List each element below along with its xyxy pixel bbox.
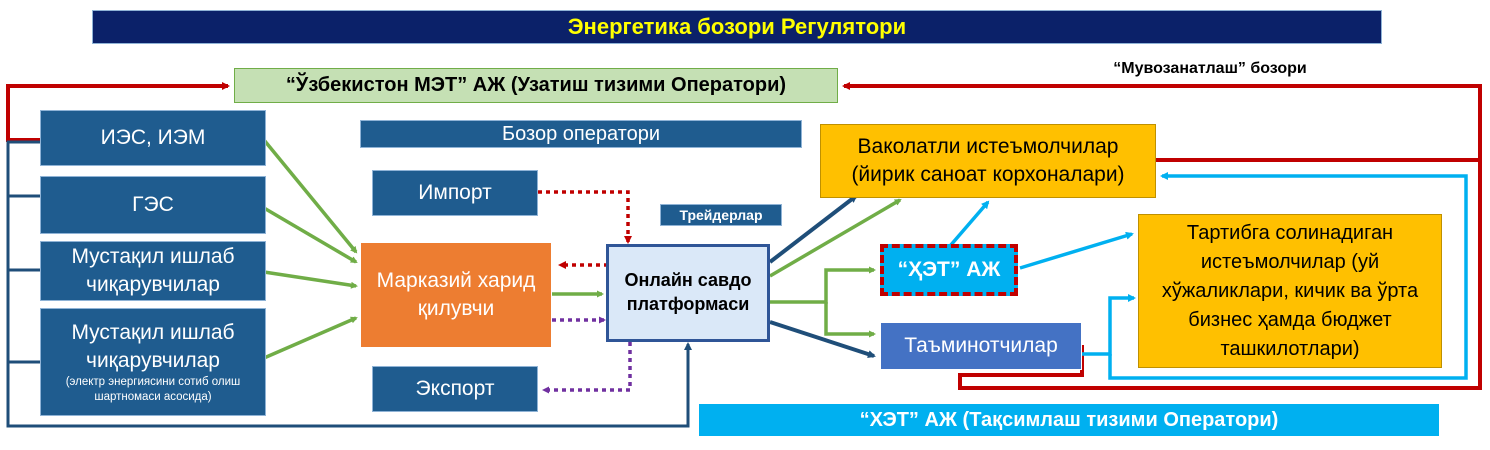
- generator-ipp-ppa-note: (электр энергиясини сотиб олиш шартномас…: [65, 375, 241, 403]
- regional-company-box: “ҲЭТ” АЖ: [880, 244, 1018, 296]
- retail-flow-arrows: [948, 172, 1468, 380]
- eligible-consumers-box: Ваколатли истеъмолчилар (йирик саноат ко…: [820, 124, 1156, 198]
- generator-ies-box: ИЭС, ИЭМ: [40, 110, 266, 166]
- market-operator-banner: Бозор оператори: [360, 120, 802, 148]
- balancing-market-lines: [6, 82, 1482, 390]
- generator-ipp-ppa-box: Мустақил ишлаб чиқарувчилар (электр энер…: [40, 308, 266, 416]
- traders-label: Трейдерлар: [660, 204, 782, 226]
- online-trading-platform-box: Онлайн савдо платформаси: [606, 244, 770, 342]
- balancing-market-label: “Мувозанатлаш” бозори: [1113, 60, 1307, 77]
- platform-output-arrows: [768, 194, 876, 358]
- distribution-operator-box: “ХЭТ” АЖ (Тақсимлаш тизими Оператори): [698, 403, 1440, 437]
- suppliers-box: Таъминотчилар: [880, 322, 1082, 370]
- central-buyer-box: Марказий харид қилувчи: [360, 242, 552, 348]
- generator-bus-lines: [6, 140, 692, 428]
- generator-ipp-box: Мустақил ишлаб чиқарувчилар: [40, 241, 266, 301]
- export-box: Экспорт: [372, 366, 538, 412]
- regulated-consumers-box: Тартибга солинадиган истеъмолчилар (уй х…: [1138, 214, 1442, 368]
- regulator-title: Энергетика бозори Регулятори: [92, 10, 1382, 44]
- dotted-flow-arrows: [538, 190, 632, 394]
- generator-ges-box: ГЭС: [40, 176, 266, 234]
- import-box: Импорт: [372, 170, 538, 216]
- generator-ipp-ppa-label: Мустақил ишлаб чиқарувчилар: [71, 321, 235, 373]
- transmission-operator: “Ўзбекистон МЭТ” АЖ (Узатиш тизими Опера…: [234, 68, 838, 103]
- generation-flow-arrows: [262, 138, 902, 360]
